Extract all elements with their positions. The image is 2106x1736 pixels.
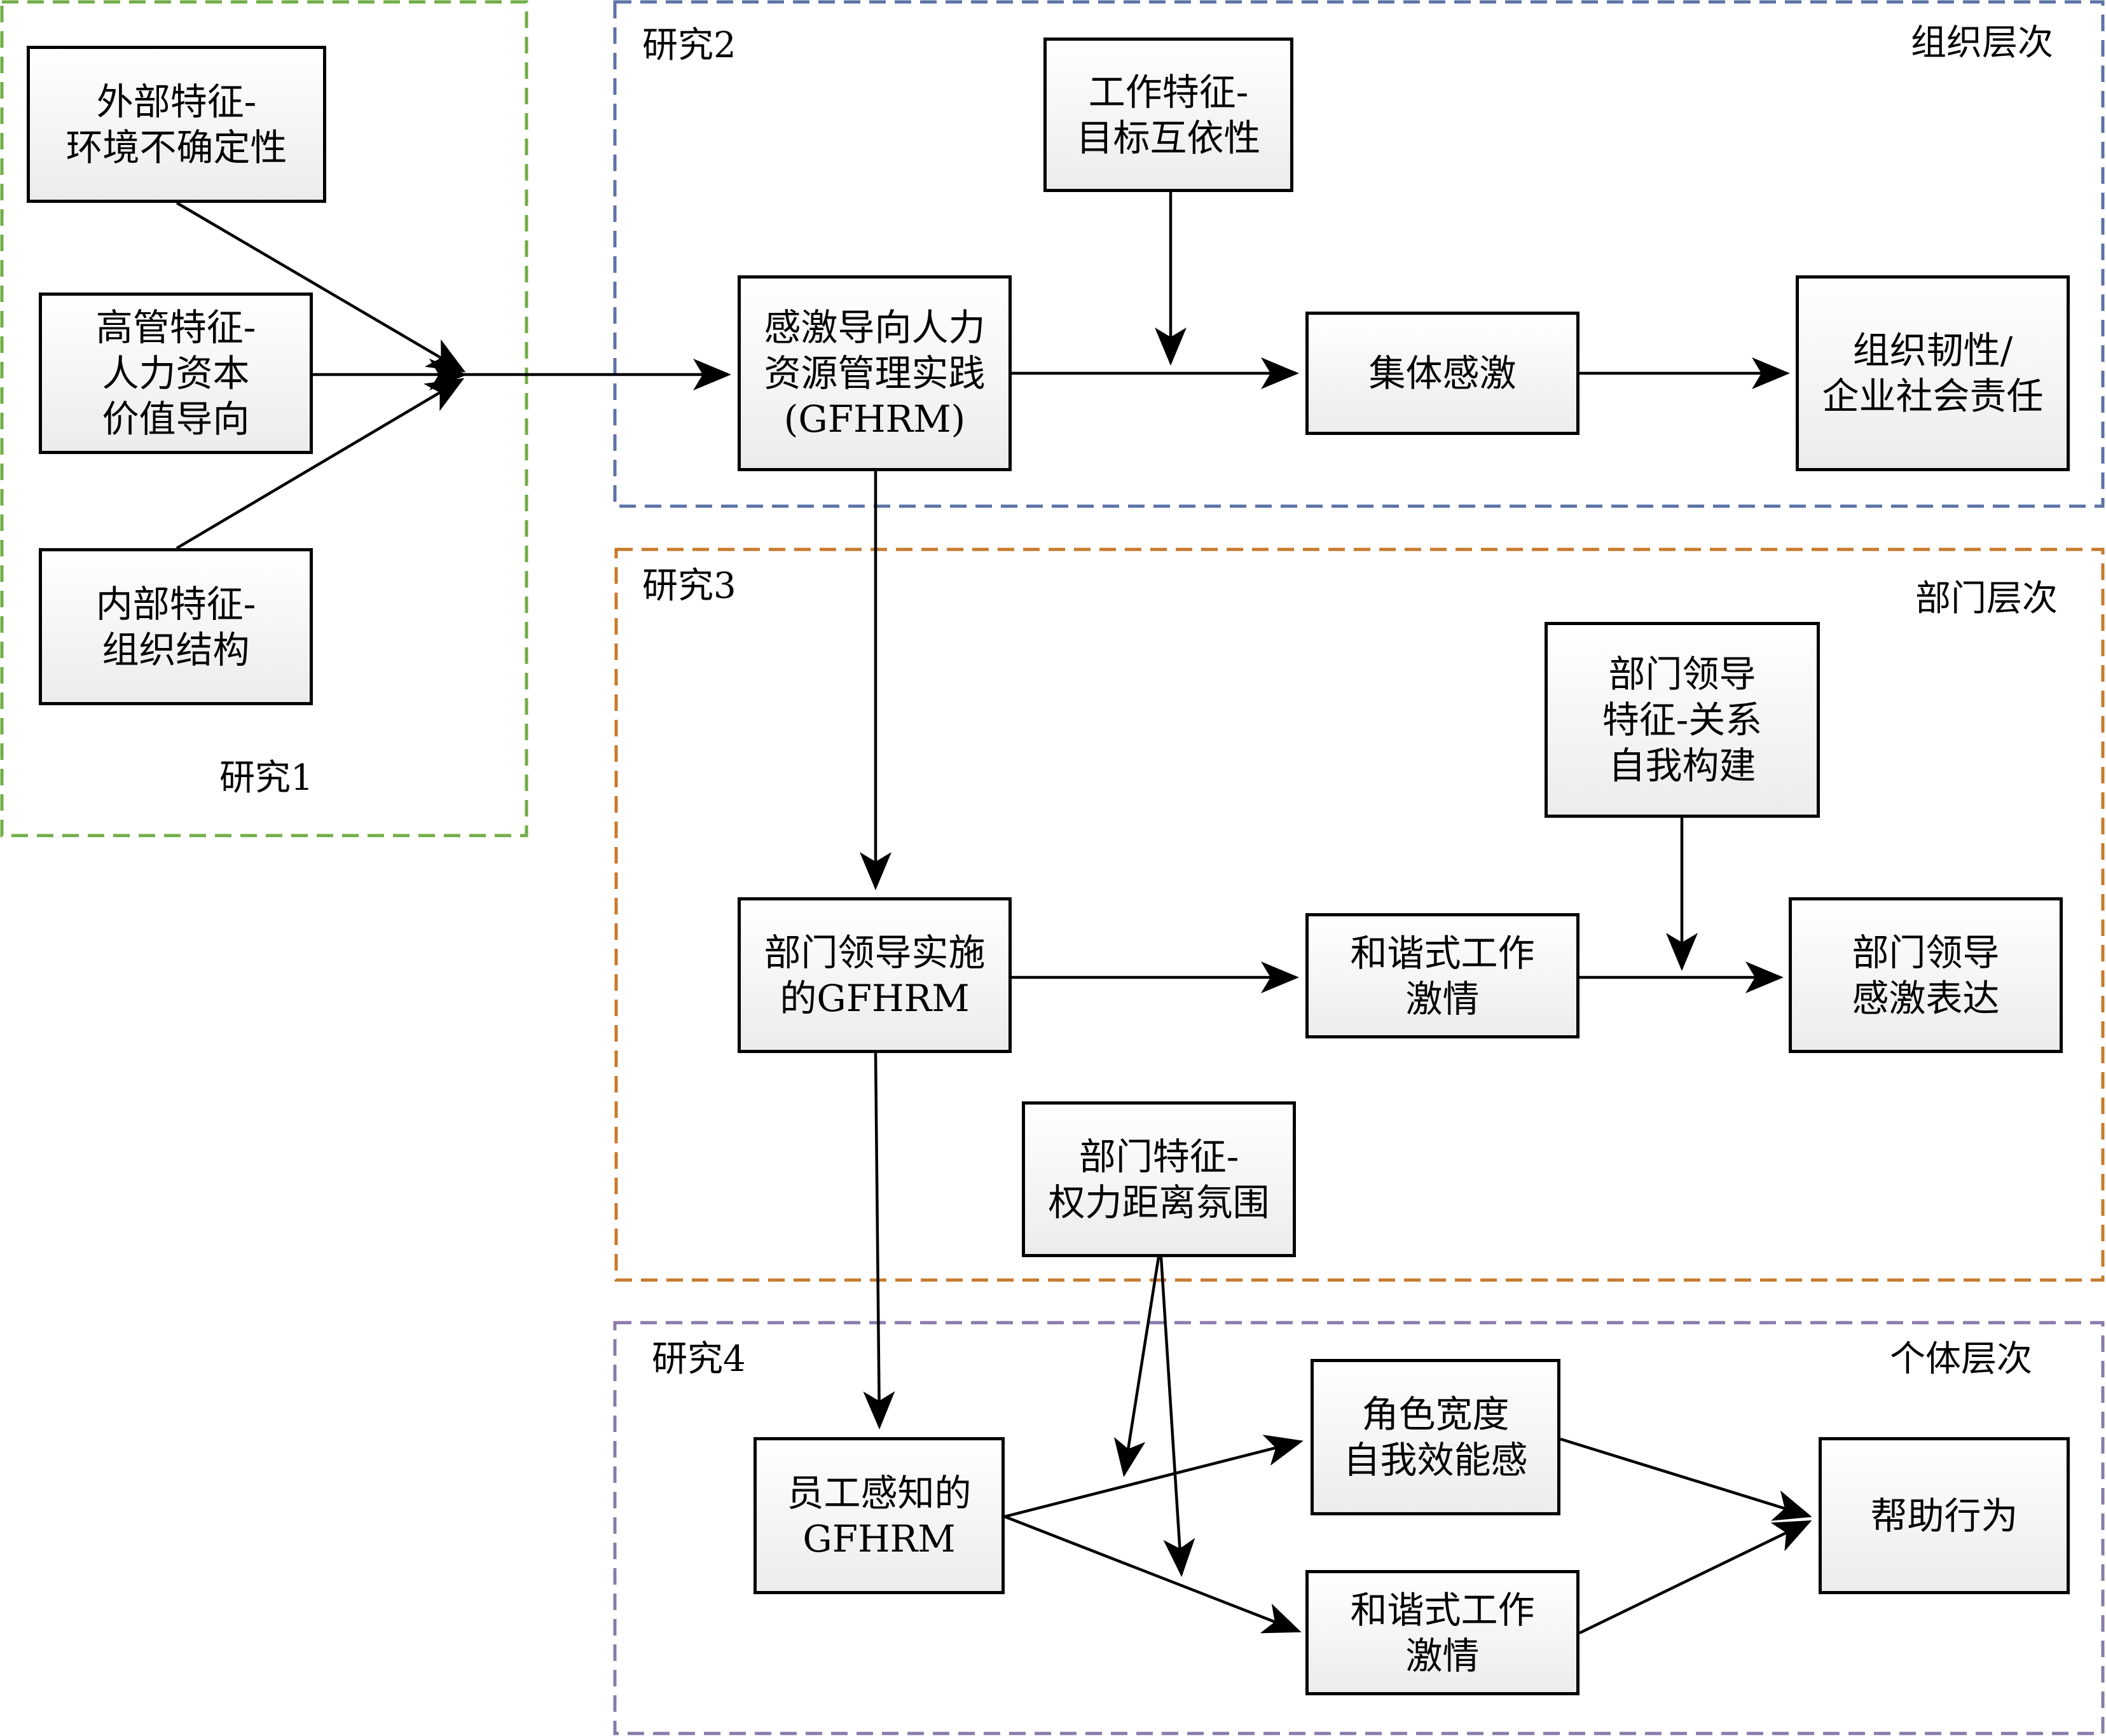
node-collective-gratitude: 集体感激 [1305, 312, 1580, 435]
arrow-climate-moderation-1 [1113, 1257, 1160, 1477]
arrow-employee-to-efficacy [1004, 1435, 1304, 1519]
group-label-study2: 研究2 [642, 25, 736, 66]
node-dept-climate: 部门特征- 权力距离氛围 [1022, 1101, 1296, 1257]
arrow-passion-to-helping [1579, 1520, 1812, 1635]
node-leader-trait: 部门领导 特征-关系 自我构建 [1545, 622, 1820, 818]
group-label-study4: 研究4 [652, 1339, 746, 1380]
node-dept-passion: 和谐式工作 激情 [1305, 913, 1580, 1038]
arrow-efficacy-to-helping [1560, 1437, 1812, 1521]
node-org-outcome: 组织韧性/ 企业社会责任 [1796, 275, 2070, 471]
node-role-efficacy: 角色宽度 自我效能感 [1311, 1359, 1560, 1515]
node-job-interdependence: 工作特征- 目标互依性 [1043, 38, 1293, 192]
level-label-department: 部门层次 [1915, 578, 2058, 619]
group-frame-study2 [613, 0, 2105, 508]
group-label-study3: 研究3 [642, 565, 736, 607]
level-label-organization: 组织层次 [1911, 22, 2053, 64]
arrow-internal-to-junction [176, 378, 465, 549]
node-gfhrm: 感激导向人力 资源管理实践 (GFHRM) [738, 275, 1012, 471]
arrow-dept-to-employee [863, 1052, 895, 1429]
group-label-study1: 研究1 [219, 757, 313, 799]
level-label-individual: 个体层次 [1890, 1339, 2032, 1380]
node-employee-gfhrm: 员工感知的 GFHRM [754, 1437, 1005, 1594]
arrow-climate-moderation-2 [1159, 1257, 1195, 1577]
node-external-uncertainty: 外部特征- 环境不确定性 [27, 46, 326, 203]
group-frame-study3 [614, 548, 2105, 1282]
node-indiv-passion: 和谐式工作 激情 [1305, 1570, 1580, 1695]
node-helping-behavior: 帮助行为 [1819, 1437, 2070, 1594]
arrow-employee-to-passion [1004, 1515, 1302, 1634]
group-frame-study1 [0, 0, 528, 837]
node-internal-structure: 内部特征- 组织结构 [39, 548, 313, 705]
arrow-external-to-junction [176, 202, 466, 373]
group-frame-study4 [613, 1321, 2105, 1735]
node-dept-gfhrm: 部门领导实施 的GFHRM [738, 897, 1012, 1053]
node-leader-gratitude: 部门领导 感激表达 [1789, 897, 2063, 1053]
node-executive-value: 高管特征- 人力资本 价值导向 [39, 293, 313, 454]
